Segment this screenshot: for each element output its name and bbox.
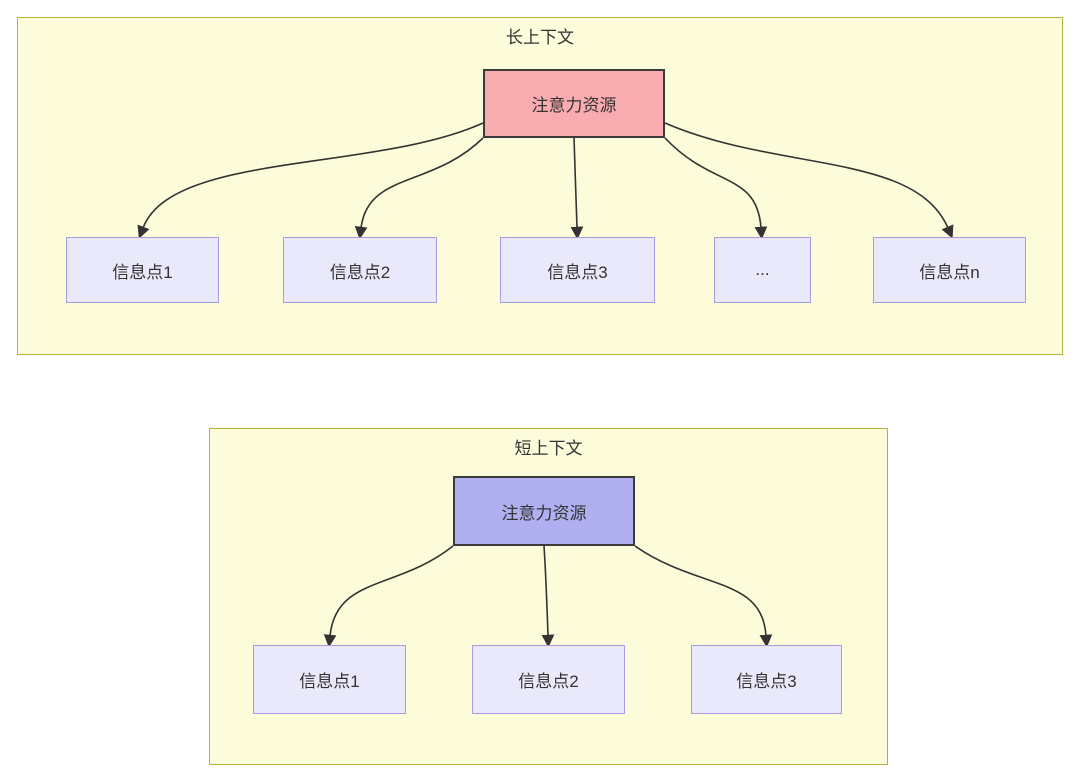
info-node-long-1: 信息点1 <box>66 237 219 303</box>
info-node-long-n: 信息点n <box>873 237 1026 303</box>
info-node-long-3: 信息点3 <box>500 237 655 303</box>
panel-long-context: 长上下文 <box>17 17 1063 355</box>
panel-short-context-title: 短上下文 <box>514 439 583 458</box>
info-node-short-2: 信息点2 <box>472 645 625 714</box>
info-node-short-1: 信息点1 <box>253 645 406 714</box>
info-node-short-3: 信息点3 <box>691 645 842 714</box>
attention-node-short: 注意力资源 <box>453 476 635 546</box>
attention-node-long: 注意力资源 <box>483 69 665 138</box>
info-node-long-2: 信息点2 <box>283 237 437 303</box>
panel-long-context-title: 长上下文 <box>506 28 574 47</box>
info-node-long-ellipsis: ... <box>714 237 811 303</box>
